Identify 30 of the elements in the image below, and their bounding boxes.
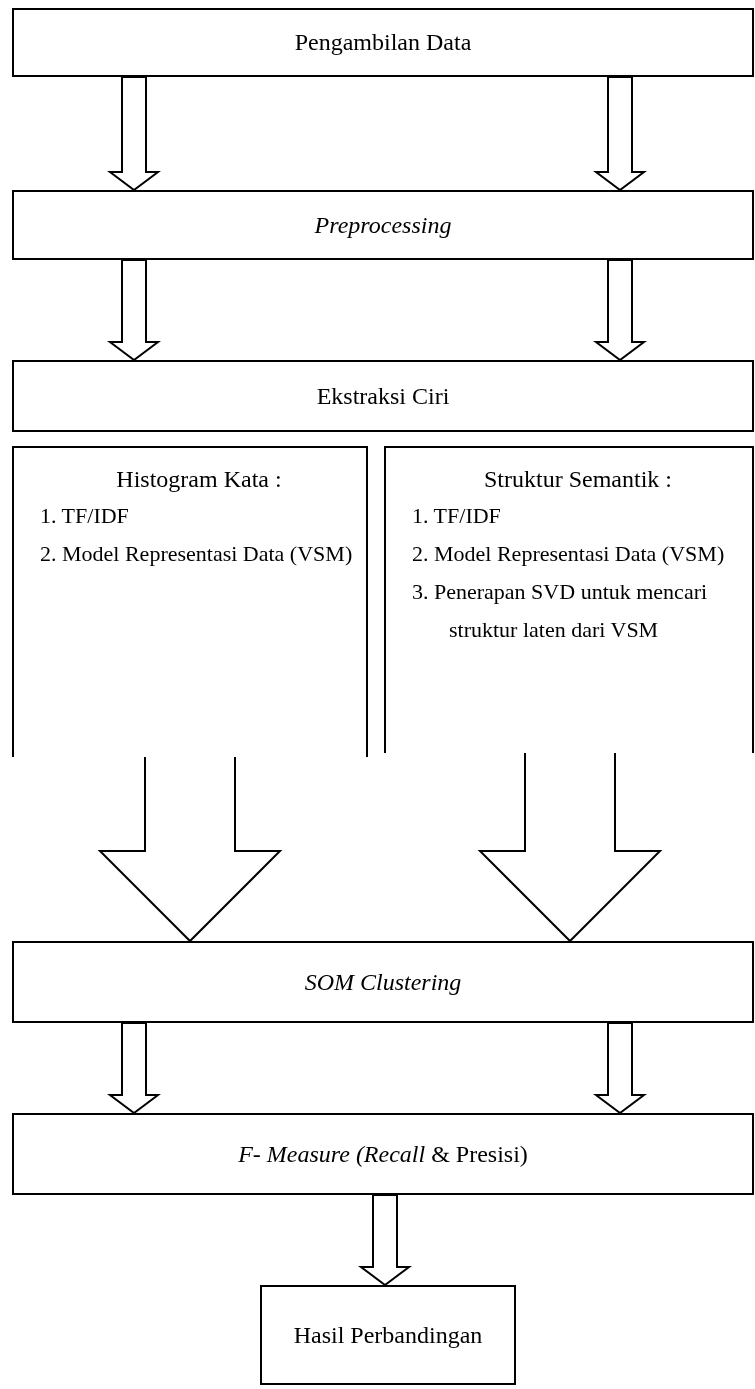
process-box <box>12 941 754 1023</box>
panel-heading: Struktur Semantik : <box>483 465 673 494</box>
process-label: Ekstraksi Ciri <box>315 381 451 411</box>
process-box <box>260 1285 516 1385</box>
process-label: F- Measure (Recall & Presisi) <box>237 1139 529 1169</box>
hollow-arrow <box>593 1022 647 1115</box>
panel-heading: Histogram Kata : <box>115 465 283 494</box>
process-panel <box>12 446 368 757</box>
block-arrow <box>97 756 283 943</box>
process-label: Hasil Perbandingan <box>292 1320 484 1350</box>
hollow-arrow <box>107 76 161 192</box>
process-box <box>12 1113 754 1195</box>
list-item: 1. TF/IDF <box>40 501 130 530</box>
hollow-arrow <box>593 76 647 192</box>
process-box <box>12 190 754 260</box>
process-box <box>12 360 754 432</box>
process-panel <box>384 446 754 753</box>
list-item: 2. Model Representasi Data (VSM) <box>40 539 354 568</box>
hollow-arrow <box>358 1194 412 1287</box>
hollow-arrow <box>107 1022 161 1115</box>
list-item: 1. TF/IDF <box>412 501 502 530</box>
hollow-arrow <box>107 259 161 362</box>
process-box <box>12 8 754 77</box>
process-label: Pengambilan Data <box>293 28 473 58</box>
list-item: 3. Penerapan SVD untuk mencari struktur laten dari VSM <box>412 577 709 644</box>
process-label: SOM Clustering <box>303 967 463 997</box>
block-arrow <box>477 752 663 943</box>
hollow-arrow <box>593 259 647 362</box>
list-item: 2. Model Representasi Data (VSM) <box>412 539 726 568</box>
process-label: Preprocessing <box>313 210 453 240</box>
